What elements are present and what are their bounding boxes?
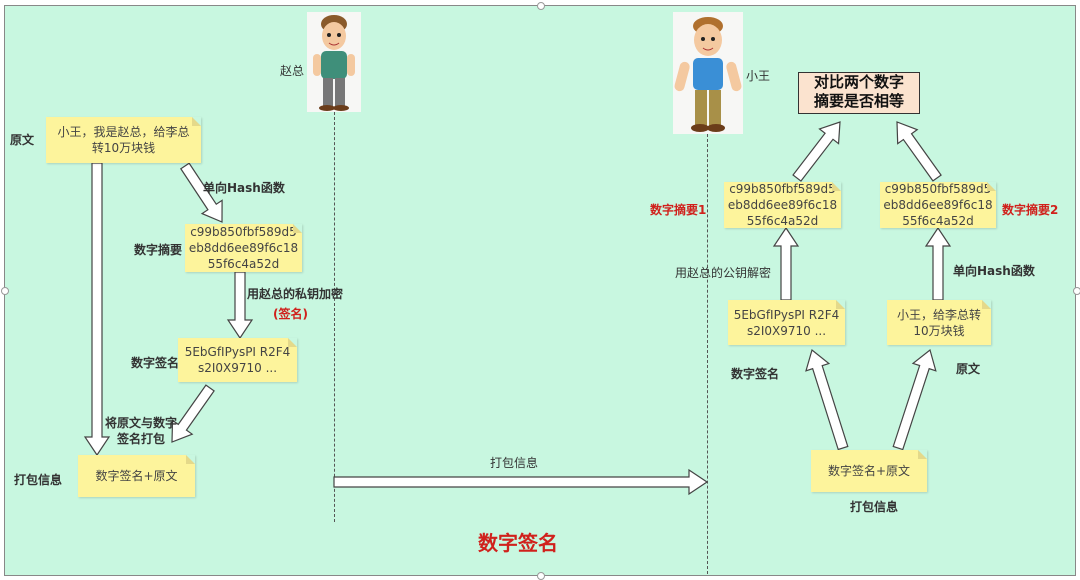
note-line: 5EbGfIPysPI R2F4 [184,345,291,359]
hash-arrow [179,162,223,223]
original-label: 原文 [10,133,35,147]
original-note: 小王，我是赵总，给李总 转10万块钱 [46,117,201,163]
split-signature-arrow [805,348,849,451]
note-line: 数字签名+原文 [95,469,178,483]
note-line: s2I0X9710 ... [746,323,827,338]
resize-handle-right[interactable] [1073,287,1080,295]
signature-note-right: 5EbGfIPysPI R2F4 s2I0X9710 ... [728,300,845,345]
transfer-label: 打包信息 [490,456,539,470]
label-line: 签名打包 [117,432,166,446]
encrypt-arrow [226,271,254,340]
note-line: eb8dd6ee89f6c18 [188,241,299,255]
compare-line: 摘要是否相等 [813,92,904,110]
signature-label-right: 数字签名 [731,367,780,381]
pack-arrow [171,384,215,443]
note-line: 55f6c4a52d [207,257,280,271]
digest2-label: 数字摘要2 [1002,203,1059,217]
sender-lifeline [334,112,335,522]
note-line: 5EbGfIPysPI R2F4 [733,307,840,322]
package-label-right: 打包信息 [850,500,899,514]
encrypt-step-label: 用赵总的私钥加密 [247,287,344,301]
receiver-lifeline [707,134,708,574]
note-line: c99b850fbf589d5 [729,182,836,196]
resize-handle-top[interactable] [537,2,545,10]
compare-box: 对比两个数字 摘要是否相等 [798,72,920,114]
note-line: 小王，给李总转 [896,307,981,322]
package-label: 打包信息 [14,473,63,487]
hash-arrow-right [924,226,952,301]
sender-avatar [307,12,361,112]
note-line: 55f6c4a52d [746,214,819,228]
package-note: 数字签名+原文 [78,455,195,497]
note-line: 转10万块钱 [91,141,156,155]
note-line: 55f6c4a52d [902,214,974,228]
note-line: s2I0X9710 ... [197,361,278,375]
original-label-right: 原文 [956,362,981,376]
compare-arrow-left [792,121,841,182]
note-line: 数字签名+原文 [827,464,911,478]
note-line: c99b850fbf589d5 [884,182,992,196]
sender-name: 赵总 [280,64,305,78]
digest-note: c99b850fbf589d5 eb8dd6ee89f6c18 55f6c4a5… [185,224,302,272]
note-line: eb8dd6ee89f6c18 [727,198,838,212]
signature-label: 数字签名 [131,356,180,370]
note-line: 小王，我是赵总，给李总 [57,125,190,139]
note-line: 10万块钱 [913,323,965,338]
hash-step-label: 单向Hash函数 [203,181,285,195]
resize-handle-left[interactable] [1,287,9,295]
receiver-avatar [673,12,743,134]
split-original-arrow [892,348,937,451]
decrypt-step-label: 用赵总的公钥解密 [675,266,772,280]
original-note-right: 小王，给李总转 10万块钱 [887,300,991,345]
note-line: c99b850fbf589d5 [190,225,297,239]
note-line: eb8dd6ee89f6c18 [883,198,993,212]
hash-step-label-right: 单向Hash函数 [953,264,1035,278]
pack-step-label: 将原文与数字 签名打包 [105,415,177,447]
package-note-right: 数字签名+原文 [811,450,927,492]
label-line: 将原文与数字 [105,416,178,430]
compare-line: 对比两个数字 [813,73,904,91]
diagram-title: 数字签名 [478,531,558,555]
orig-to-package-arrow [83,162,111,457]
sign-note-label: (签名) [273,307,308,321]
signature-note: 5EbGfIPysPI R2F4 s2I0X9710 ... [178,338,297,382]
digest1-label: 数字摘要1 [650,203,707,217]
digest-label: 数字摘要 [134,243,183,257]
digest2-note: c99b850fbf589d5 eb8dd6ee89f6c18 55f6c4a5… [880,182,996,228]
digest1-note: c99b850fbf589d5 eb8dd6ee89f6c18 55f6c4a5… [724,182,841,228]
decrypt-arrow [772,226,800,301]
receiver-name: 小王 [746,69,771,83]
compare-arrow-right [896,121,942,182]
transfer-arrow [333,468,709,496]
